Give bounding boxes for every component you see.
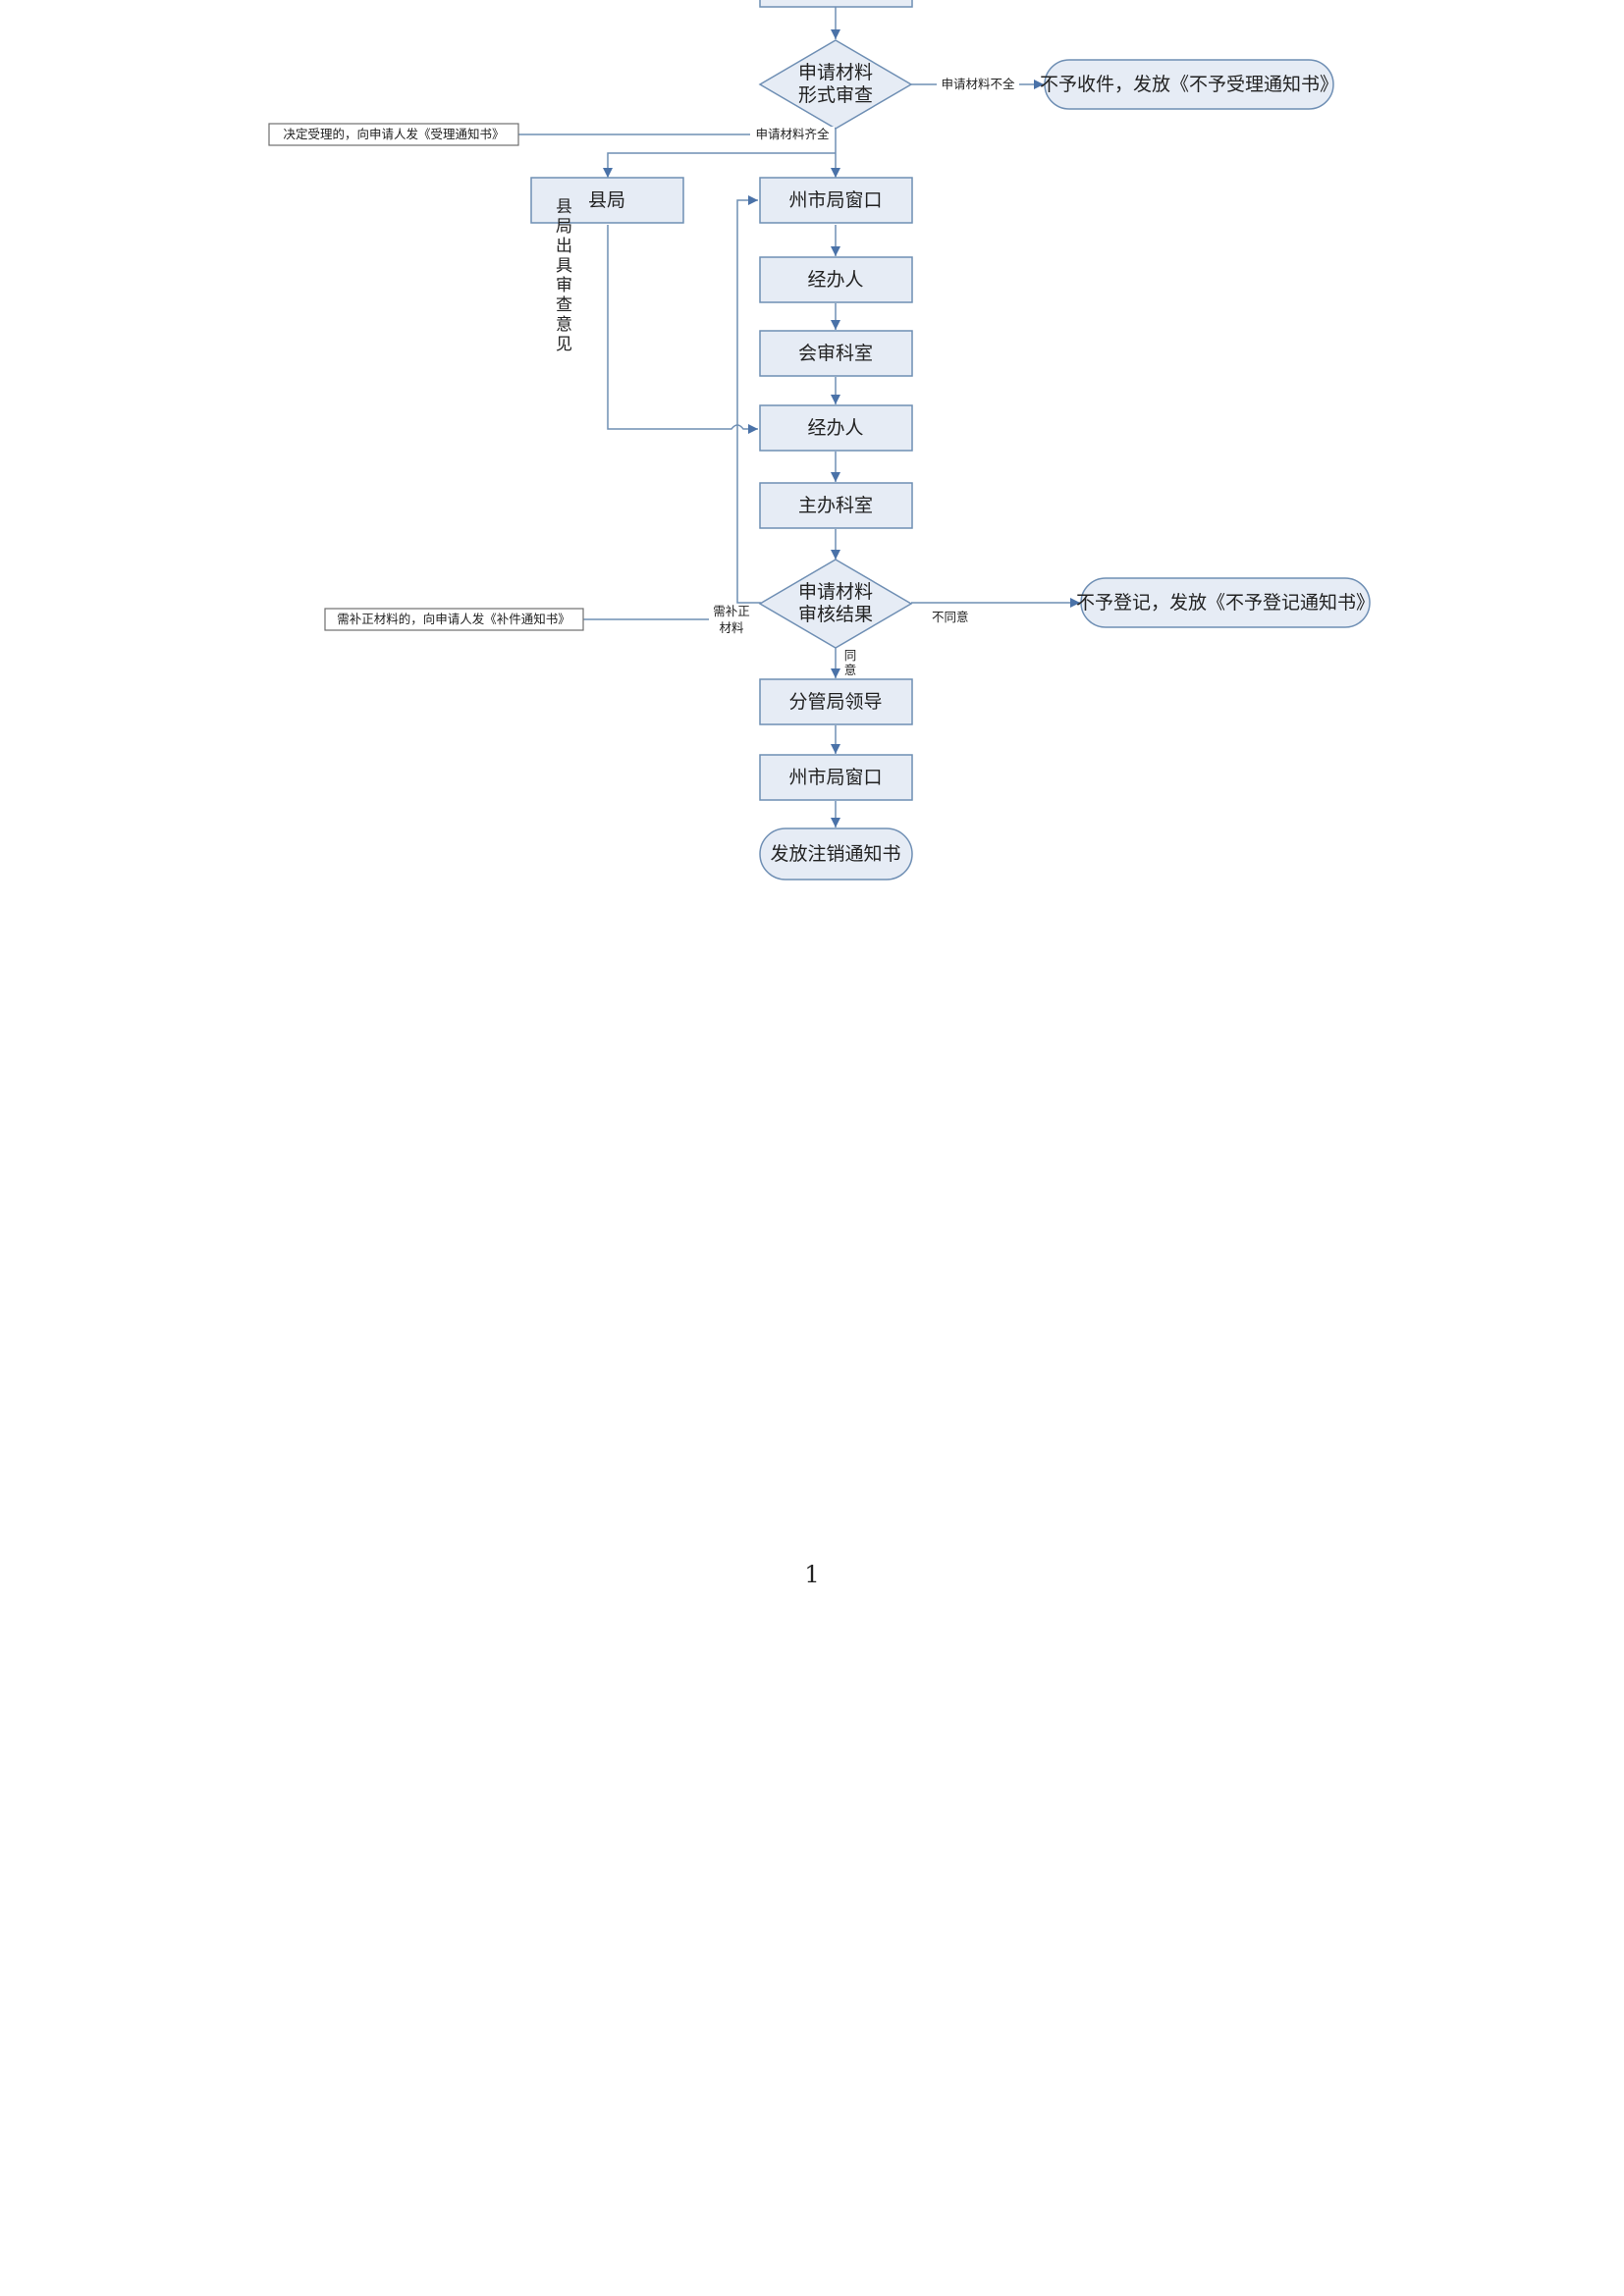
top-partial-box — [759, 0, 913, 8]
reject-receipt-label: 不予收件，发放《不予受理通知书》 — [1040, 74, 1338, 95]
label-complete: 申请材料齐全 — [755, 127, 830, 141]
terminal-reject-registration: 不予登记，发放《不予登记通知书》 — [1076, 577, 1375, 628]
form-review-line2: 形式审查 — [798, 84, 873, 106]
form-review-line1: 申请材料 — [798, 62, 873, 83]
city-window-2-label: 州市局窗口 — [788, 767, 882, 788]
label-agree-2: 意 — [844, 663, 857, 677]
edge-county-opinion-to-handler — [607, 225, 758, 434]
terminal-reject-receipt: 不予收件，发放《不予受理通知书》 — [1040, 59, 1338, 110]
box-joint-review-office: 会审科室 — [759, 330, 913, 377]
reject-registration-label: 不予登记，发放《不予登记通知书》 — [1076, 592, 1375, 614]
box-handler-1: 经办人 — [759, 256, 913, 303]
label-agree-1: 同 — [844, 648, 857, 663]
handler-2-label: 经办人 — [807, 417, 863, 439]
label-need-supplement-1: 需补正 — [713, 604, 750, 618]
county-bureau-label: 县局 — [588, 189, 625, 211]
label-county-opinion: 县局出具审查意见 — [552, 197, 572, 354]
city-window-1-label: 州市局窗口 — [788, 189, 882, 211]
edge-to-county-bureau — [603, 152, 836, 178]
handler-1-label: 经办人 — [807, 269, 863, 291]
joint-review-office-label: 会审科室 — [798, 343, 873, 364]
issue-notice-label: 发放注销通知书 — [770, 843, 900, 865]
box-deputy-leader: 分管局领导 — [759, 678, 913, 725]
decision-audit-result: 申请材料 审核结果 — [758, 559, 913, 649]
page-number: 1 — [804, 1561, 820, 1588]
box-handler-2: 经办人 — [759, 404, 913, 452]
connector-lines — [518, 7, 1080, 828]
audit-result-line2: 审核结果 — [798, 604, 873, 625]
deputy-leader-label: 分管局领导 — [788, 691, 882, 713]
box-city-window-1: 州市局窗口 — [759, 177, 913, 224]
decision-form-review: 申请材料 形式审查 — [758, 39, 913, 130]
box-city-window-2: 州市局窗口 — [759, 754, 913, 801]
note-supplement-notice: 需补正材料的，向申请人发《补件通知书》 — [324, 608, 584, 631]
supplement-notice-text: 需补正材料的，向申请人发《补件通知书》 — [337, 612, 570, 626]
terminal-issue-notice: 发放注销通知书 — [759, 828, 913, 881]
audit-result-line1: 申请材料 — [798, 581, 873, 603]
box-lead-office: 主办科室 — [759, 482, 913, 529]
edge-supplement-loop — [736, 195, 761, 604]
label-incomplete: 申请材料不全 — [941, 77, 1015, 91]
box-county-bureau: 县局 — [530, 177, 684, 224]
label-need-supplement-2: 材料 — [719, 620, 744, 635]
label-disagree: 不同意 — [932, 610, 969, 624]
note-accept-notice: 决定受理的，向申请人发《受理通知书》 — [268, 123, 519, 146]
lead-office-label: 主办科室 — [798, 495, 873, 516]
accept-notice-text: 决定受理的，向申请人发《受理通知书》 — [283, 127, 504, 141]
